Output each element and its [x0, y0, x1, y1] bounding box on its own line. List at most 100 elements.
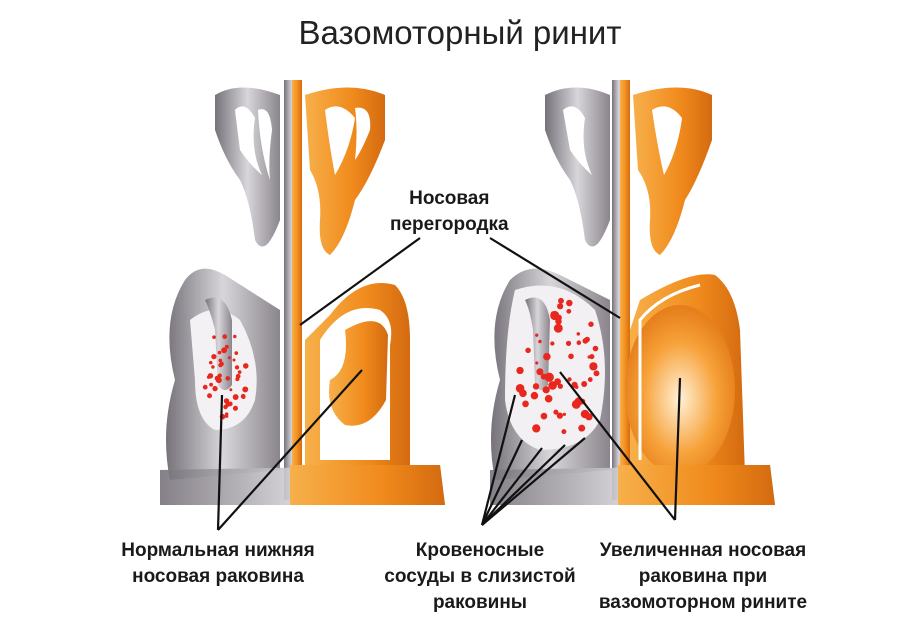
vessel-dot: [532, 383, 540, 390]
vessel-dot: [592, 364, 597, 369]
label-line: Нормальная нижняя: [121, 540, 315, 561]
vessel-dot: [209, 382, 214, 387]
vessel-dot: [229, 388, 233, 392]
vessel-dot: [225, 376, 231, 381]
vessel-dot: [535, 361, 539, 365]
vessel-dot: [212, 335, 216, 340]
vessel-dot: [542, 386, 550, 394]
vessel-dot: [544, 394, 553, 403]
vessel-dot: [234, 351, 239, 355]
vessel-dot: [587, 377, 593, 382]
vessel-dot: [540, 412, 548, 420]
vessel-dot: [233, 334, 237, 339]
vessel-dot: [522, 400, 529, 408]
label-line: Носовая: [409, 188, 490, 209]
vessel-dot: [576, 340, 582, 346]
vessel-dot: [207, 393, 213, 399]
vessel-dot: [530, 391, 539, 400]
vessel-dot: [544, 372, 554, 382]
vessel-dot: [223, 398, 230, 404]
diagram-title: Вазомоторный ринит: [298, 14, 622, 51]
vessel-dot: [589, 354, 595, 360]
vessel-dot: [540, 373, 547, 380]
vessel-dot: [242, 386, 249, 393]
vessel-dot: [565, 340, 572, 346]
vessel-dot: [535, 333, 539, 337]
vessel-dot: [232, 405, 238, 411]
vessel-dot: [557, 303, 564, 310]
vessel-dot: [580, 409, 590, 419]
label-line: раковина при: [638, 566, 768, 587]
vessel-dot: [532, 424, 541, 433]
vessel-dot: [556, 412, 564, 419]
vessel-dot: [538, 339, 542, 344]
label-line: раковины: [432, 592, 528, 613]
right-nasal-cavity: [490, 80, 775, 505]
label-blood-vessels: Кровеносные сосуды в слизистой раковины: [380, 538, 580, 616]
vessel-dot: [568, 353, 574, 360]
vessel-dot: [553, 323, 563, 333]
vessel-dot: [574, 385, 579, 389]
leader-lines: [216, 237, 682, 531]
vessel-dot: [516, 366, 524, 375]
vessel-dot: [592, 345, 599, 352]
vessel-dot: [519, 389, 527, 398]
vessel-dot: [217, 373, 222, 378]
vessel-dot: [202, 384, 208, 390]
vessel-dot: [553, 409, 559, 415]
vessel-dot: [557, 383, 563, 389]
vessel-dot: [235, 373, 241, 379]
vessel-dot: [578, 424, 586, 432]
label-nasal-septum: Носовая перегородка: [390, 186, 509, 238]
vessel-dot: [224, 344, 229, 349]
label-enlarged-turbinate: Увеличенная носовая раковина при вазомот…: [588, 538, 818, 616]
vessel-dot: [242, 363, 249, 369]
label-line: носовая раковина: [132, 566, 304, 587]
label-line: Увеличенная носовая: [599, 540, 807, 561]
vessel-dot: [593, 370, 600, 377]
vessel-dot: [211, 354, 217, 360]
vessel-dot: [224, 414, 229, 418]
label-line: вазомоторном рините: [598, 592, 808, 613]
vessel-dot: [232, 394, 239, 400]
vessel-dot: [588, 321, 594, 327]
vessel-dot: [212, 385, 218, 392]
left-nasal-cavity: [160, 80, 445, 505]
vessel-dot: [562, 412, 566, 416]
vessel-dot: [566, 299, 573, 307]
normal-blood-vessels: [202, 334, 249, 420]
vessel-dot: [227, 356, 231, 360]
vessel-dot: [571, 399, 581, 409]
vessel-dot: [241, 395, 246, 400]
vessel-dot: [554, 378, 559, 383]
label-normal-turbinate: Нормальная нижняя носовая раковина: [108, 538, 328, 590]
vessel-dot: [561, 429, 567, 435]
vessel-dot: [555, 314, 562, 321]
vessel-dot: [584, 336, 590, 343]
vessel-dot: [222, 334, 228, 339]
vessel-dot: [218, 358, 223, 363]
vessel-dot: [232, 358, 236, 362]
vessel-dot: [543, 352, 551, 361]
vessel-dot: [237, 370, 242, 374]
vessel-dot: [566, 308, 572, 314]
label-line: сосуды в слизистой: [384, 566, 576, 587]
label-line: Кровеносные: [415, 540, 545, 561]
vessel-dot: [550, 341, 555, 346]
vessel-dot: [207, 373, 214, 379]
vessel-dot: [218, 362, 223, 368]
dilated-blood-vessels: [515, 297, 600, 435]
vessel-dot: [581, 380, 588, 387]
vessel-dot: [525, 347, 531, 354]
vessel-dot: [217, 350, 222, 355]
vessel-dot: [221, 347, 228, 354]
vessel-dot: [208, 360, 213, 365]
vessel-dot: [536, 368, 544, 376]
vessel-dot: [567, 377, 572, 382]
label-line: перегородка: [390, 214, 509, 235]
vessel-dot: [234, 365, 240, 370]
vessel-dot: [576, 332, 581, 336]
vessel-dot: [558, 297, 564, 304]
